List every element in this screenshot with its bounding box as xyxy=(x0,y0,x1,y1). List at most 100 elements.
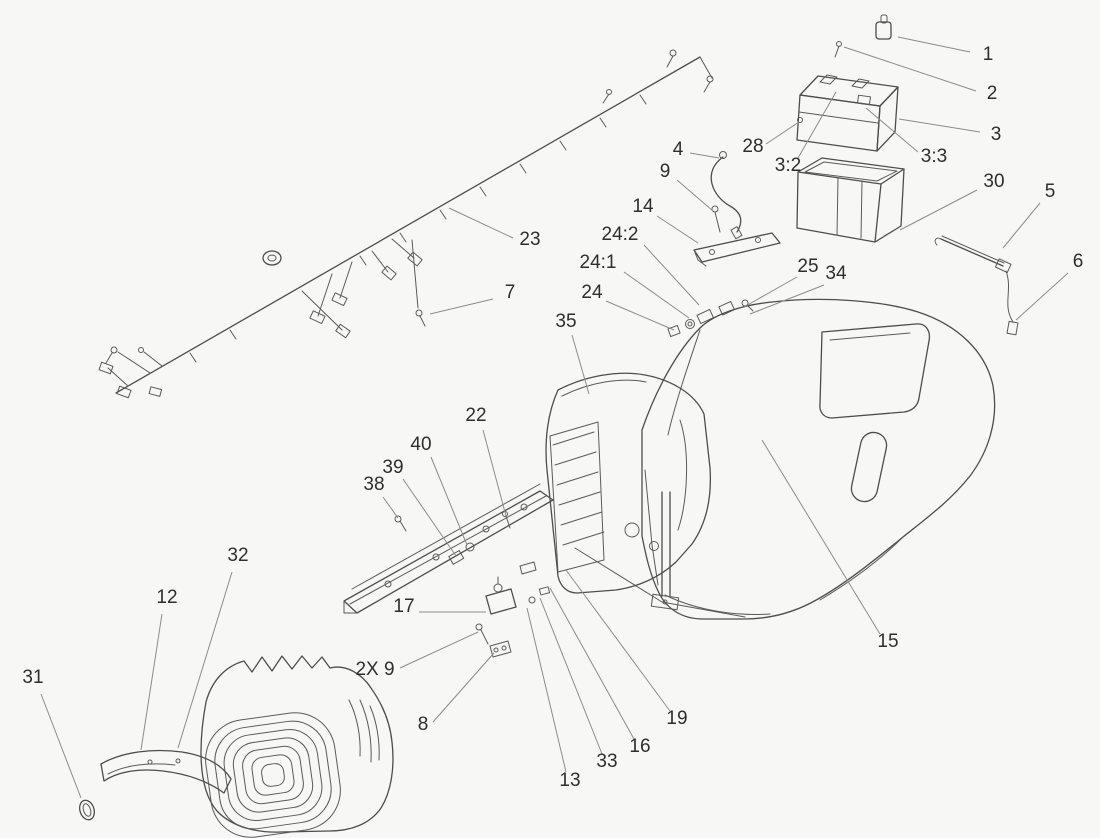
callout-leader-3-2 xyxy=(797,91,837,159)
battery-terminal xyxy=(851,78,870,89)
callout-label-34: 34 xyxy=(825,263,847,284)
battery-bolt xyxy=(834,41,842,58)
callout-label-19: 19 xyxy=(666,708,687,729)
callout-leader-3-3 xyxy=(865,107,919,153)
callout-label-7: 7 xyxy=(505,282,516,303)
callout-label-2: 2 xyxy=(987,83,998,104)
callout-leader-16 xyxy=(549,587,635,740)
callout-leader-3 xyxy=(898,118,981,133)
bumper-grommet xyxy=(79,799,95,821)
callout-label-3-3: 3:3 xyxy=(921,146,947,167)
callout-label-13: 13 xyxy=(559,770,580,791)
callout-leader-9 xyxy=(676,179,714,212)
mount-bracket xyxy=(693,205,781,267)
switch-bolt xyxy=(475,623,483,631)
callout-leader-5 xyxy=(1002,202,1041,249)
callout-label-14: 14 xyxy=(632,196,654,217)
callout-label-12: 12 xyxy=(156,587,177,608)
seat-plate xyxy=(819,323,931,419)
callout-leader-33 xyxy=(539,597,603,755)
callout-leader-2X-9 xyxy=(399,631,479,669)
callout-label-3-2: 3:2 xyxy=(775,155,801,176)
callout-leader-23 xyxy=(448,207,514,239)
callout-leader-19 xyxy=(565,569,671,712)
vent-panel xyxy=(549,421,605,573)
battery xyxy=(796,74,899,152)
battery-wire xyxy=(1005,270,1019,336)
callout-leader-8 xyxy=(432,652,495,723)
hardware-stack xyxy=(667,299,754,337)
rail-screw xyxy=(394,515,402,523)
callout-label-24-1: 24:1 xyxy=(580,252,617,273)
callout-leader-4 xyxy=(689,152,720,159)
callout-leader-35 xyxy=(571,334,590,395)
callout-label-33: 33 xyxy=(596,751,617,772)
terminal-screw xyxy=(797,117,803,123)
callout-label-40: 40 xyxy=(410,434,431,455)
rear-body xyxy=(574,298,996,620)
callout-label-1: 1 xyxy=(983,44,994,65)
frame-rail xyxy=(343,483,554,614)
switch-bracket xyxy=(489,640,512,658)
callout-leader-28 xyxy=(765,121,800,145)
dash-tower xyxy=(545,372,712,611)
callout-leader-6 xyxy=(1015,272,1069,321)
callout-leader-24-1 xyxy=(623,271,690,319)
grille xyxy=(200,655,394,838)
harness-grommet xyxy=(262,250,282,266)
callout-label-24-2: 24:2 xyxy=(602,224,639,245)
side-handle-slot xyxy=(850,431,888,503)
callout-label-24: 24 xyxy=(581,282,603,303)
callout-leader-24 xyxy=(605,300,675,331)
callout-leader-25 xyxy=(743,276,798,308)
callout-leader-1 xyxy=(897,36,971,53)
callout-label-6: 6 xyxy=(1073,251,1084,272)
callout-label-23: 23 xyxy=(519,229,540,250)
hold-down-rod xyxy=(934,235,1012,273)
callout-label-25: 25 xyxy=(797,256,818,277)
callout-label-39: 39 xyxy=(382,457,403,478)
callout-leader-39 xyxy=(402,478,457,557)
callout-label-30: 30 xyxy=(983,171,1004,192)
support-bracket xyxy=(661,491,671,597)
callout-leader-34 xyxy=(749,284,825,315)
callout-leader-38 xyxy=(382,496,399,519)
battery-terminal xyxy=(819,74,838,85)
rail-clamp xyxy=(465,542,475,552)
callout-label-5: 5 xyxy=(1045,181,1056,202)
callout-leader-14 xyxy=(656,215,699,244)
callout-leader-13 xyxy=(526,607,567,773)
callout-label-8: 8 xyxy=(418,714,429,735)
callout-label-31: 31 xyxy=(22,667,43,688)
callout-leader-31 xyxy=(40,693,82,799)
callout-label-32: 32 xyxy=(227,545,248,566)
callout-leader-12 xyxy=(140,613,163,751)
terminal-cover xyxy=(857,94,871,106)
callout-leader-15 xyxy=(761,439,881,635)
callout-leader-32 xyxy=(177,571,233,749)
battery-tray xyxy=(796,157,905,243)
callout-label-22: 22 xyxy=(465,405,486,426)
callout-leader-30 xyxy=(899,189,978,231)
callout-leader-22 xyxy=(482,429,507,517)
callout-label-38: 38 xyxy=(363,474,384,495)
callout-leader-40 xyxy=(430,456,468,546)
ground-cable xyxy=(710,151,743,240)
grille-bars xyxy=(205,712,341,838)
callout-label-15: 15 xyxy=(877,631,898,652)
bumper xyxy=(79,749,232,821)
callout-label-35: 35 xyxy=(555,311,576,332)
callout-label-16: 16 xyxy=(629,736,650,757)
callout-leader-7 xyxy=(429,298,494,315)
callout-label-28: 28 xyxy=(742,136,763,157)
callout-label-4: 4 xyxy=(673,139,684,160)
interlock-switch xyxy=(475,561,551,658)
callout-label-3: 3 xyxy=(991,124,1002,145)
callout-label-2X-9: 2X 9 xyxy=(355,659,394,680)
callout-label-9: 9 xyxy=(660,161,671,182)
callout-label-17: 17 xyxy=(393,596,414,617)
callout-leader-24-2 xyxy=(643,244,700,306)
